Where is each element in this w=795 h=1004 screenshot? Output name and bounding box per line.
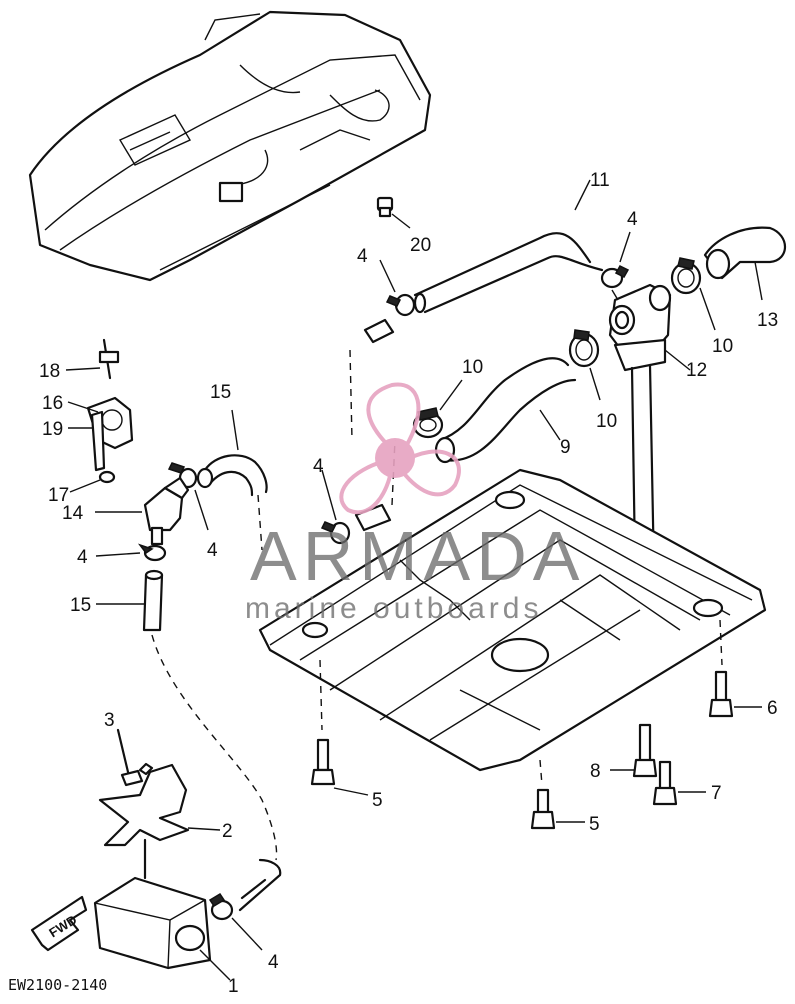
callout-7: 7 [711,783,722,804]
callout-1: 1 [228,976,239,997]
bracket-part-16-19 [67,396,134,472]
clamp-part-10-middle [568,329,601,401]
guide-line-dashed-1 [349,349,353,441]
cap-part-17 [69,470,116,493]
hose-part-15-lower [96,569,278,861]
propeller-icon [339,382,461,515]
forward-arrow-icon: FWD [30,895,88,952]
callout-3: 3 [104,710,115,731]
callout-8: 8 [590,761,601,782]
clamp-part-4-upper-right [600,231,631,289]
callout-16: 16 [42,393,63,414]
callout-13: 13 [757,310,778,331]
bolt-part-3 [116,728,154,787]
clamp-part-4-lower-left [95,543,167,562]
hose-part-11 [413,179,604,314]
callout-17: 17 [48,485,69,506]
watercraft-hull-drawing [28,10,432,282]
fitting-part-20 [376,196,411,229]
hose-part-15-upper [196,409,268,551]
callout-15-upper: 15 [210,382,231,403]
callout-20: 20 [410,235,431,256]
watermark-logo: ARMADA marine outboards [245,382,585,625]
hose-end-lower [238,858,282,912]
callout-4-upper-right: 4 [627,209,638,230]
callout-5-left: 5 [372,790,383,811]
callout-15-lower: 15 [70,595,91,616]
diagram-code: EW2100-2140 [8,976,107,994]
t-joint-part-12 [608,283,691,372]
clamp-part-4-upper-left [379,259,416,317]
callout-4-left: 4 [207,540,218,561]
watermark-brand: ARMADA [250,517,585,595]
connector-pipe-upper [363,318,395,344]
bolt-part-7 [652,760,706,806]
bottom-plate [258,468,767,786]
callout-2: 2 [222,821,233,842]
elbow-hose-part-13 [703,226,786,301]
bolt-part-8 [610,723,658,778]
callout-10-middle: 10 [596,411,617,432]
bolt-part-5-left [310,738,369,796]
hose-part-9 [434,357,577,464]
clamp-part-4-middle [320,469,351,545]
callout-6: 6 [767,698,778,719]
watermark-tagline: marine outboards [245,592,542,625]
elbow-part-14 [95,476,190,546]
callout-10-left: 10 [462,357,483,378]
callout-4-bottom: 4 [268,952,279,973]
box-part-1 [93,838,231,981]
callout-4-middle: 4 [313,456,324,477]
callout-19: 19 [42,419,63,440]
clamp-part-10-left [412,379,463,439]
fitting-part-18 [65,338,120,380]
callout-12: 12 [686,360,707,381]
bolt-part-5-right [530,788,585,830]
callout-11: 11 [590,170,610,191]
clamp-part-10-right [670,257,716,331]
callout-10-right: 10 [712,336,733,357]
callout-4-lower-left: 4 [77,547,88,568]
callout-5-right: 5 [589,814,600,835]
callout-18: 18 [39,361,60,382]
clamp-part-4-bottom [208,892,263,951]
callout-9: 9 [560,437,571,458]
bolt-part-6 [708,670,762,718]
callout-4-upper-left: 4 [357,246,368,267]
bracket-part-2 [98,763,221,847]
callout-14: 14 [62,503,84,524]
